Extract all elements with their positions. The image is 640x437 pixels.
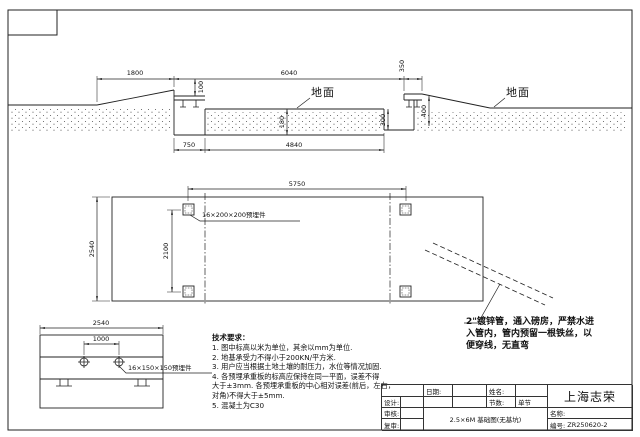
dim-label-plate-span-length: 5750 — [288, 180, 306, 188]
dim-label-pit-width: 750 — [182, 141, 196, 149]
title-block-empty-cell — [382, 385, 424, 397]
title-block: 日期: 姓名: 上海志荣 设计: 节数: 单节 审核: 2.5×6M 基础图(无… — [381, 384, 633, 431]
embedded-plates — [182, 203, 412, 298]
drawing-number: 编号: ZR250620-2 — [548, 419, 633, 431]
conduit-pipe-dashed — [424, 242, 554, 306]
dim-label-right-pit-depth: 300 — [378, 113, 387, 127]
ground-label-center: 地面 — [311, 86, 335, 99]
sections-value: 单节 — [516, 397, 548, 408]
title-block-empty-cell — [424, 397, 453, 408]
reviewer-label: 复审: — [382, 419, 401, 431]
pipe-note-line: 入管内，管内预留一根铁丝，以 — [466, 329, 593, 339]
checker-label: 审核: — [382, 408, 401, 419]
name-value-cell — [516, 385, 548, 397]
tech-requirement-line: 3. 用户应当根据土地土壤的耐压力，水位等情况加固. — [212, 362, 382, 372]
plan-plate-label: 16×200×200预埋件 — [202, 211, 266, 219]
anchor-bolt-symbols — [78, 356, 125, 368]
plan-view-linework — [92, 186, 554, 324]
tech-requirement-line: 5. 混凝土为C30 — [212, 400, 265, 410]
tech-requirement-line: 1. 图中标高以米为单位，其余以mm为单位. — [212, 343, 353, 352]
section-view-linework — [8, 76, 632, 153]
soil-hatch-right — [416, 112, 626, 132]
date-value-cell — [453, 385, 487, 397]
dim-label-gap-right: 350 — [397, 59, 406, 73]
dim-label-platform-length: 6040 — [280, 69, 298, 77]
name-label: 姓名: — [487, 385, 516, 397]
reviewer-value-cell — [401, 419, 424, 431]
pipe-note-line: 2"镀锌管，通入磅房，严禁水进 — [466, 317, 594, 327]
sections-label: 节数: — [487, 397, 516, 408]
dim-label-right-ramp-height: 400 — [419, 104, 428, 118]
ground-label-right: 地面 — [506, 86, 530, 99]
dim-label-detail-width: 2540 — [92, 319, 110, 327]
dim-label-plate-span-width: 2100 — [161, 242, 170, 260]
sheet-frame — [7, 9, 633, 431]
tech-requirement-line: 对角)不得大于±5mm. — [212, 390, 285, 400]
detail-anchor-hooks — [56, 379, 150, 387]
company-name: 上海志荣 — [548, 385, 633, 408]
dim-label-ramp-left: 1800 — [126, 69, 144, 77]
date-label: 日期: — [424, 385, 453, 397]
technical-requirements: 技术要求： 1. 图中标高以米为单位，其余以mm为单位. 2. 地基承受力不得小… — [212, 333, 410, 410]
designer-value-cell — [401, 397, 424, 408]
detail-plate-label: 16×150×150预埋件 — [128, 364, 192, 372]
dim-label-slab-thickness: 180 — [277, 115, 286, 129]
drawing-title: 2.5×6M 基础图(无基坑) — [424, 408, 548, 431]
pipe-note-line: 便穿线，无直弯 — [466, 341, 530, 351]
checker-value-cell — [401, 408, 424, 419]
tech-requirement-line: 2. 地基承受力不得小于200KN/平方米. — [212, 352, 336, 362]
product-name-label: 名称: — [548, 408, 633, 419]
tech-requirement-line: 大于±3mm. 各预埋承重板的中心相对误差(前后，左右， — [212, 381, 395, 391]
dim-label-plan-width: 2540 — [87, 240, 96, 258]
edge-anchor-hooks — [180, 100, 420, 108]
dim-label-anchor-spacing: 1000 — [92, 335, 110, 343]
designer-label: 设计: — [382, 397, 401, 408]
soil-hatch-center — [207, 112, 382, 133]
detail-view-linework — [39, 325, 212, 409]
tech-requirement-line: 4. 各预埋承重板的标高应保持在同一平面，误差不得 — [212, 371, 380, 381]
tech-requirements-title: 技术要求： — [212, 333, 250, 342]
title-block-empty-cell — [453, 397, 487, 408]
drawing-number-label: 编号: — [550, 421, 566, 430]
dim-label-edge-height: 100 — [196, 80, 205, 94]
dim-label-center-span: 4840 — [285, 141, 303, 149]
conduit-pipe-note: 2"镀锌管，通入磅房，严禁水进 入管内，管内预留一根铁丝，以 便穿线，无直弯 — [466, 316, 634, 352]
drawing-number-value: ZR250620-2 — [567, 420, 608, 429]
soil-hatch-left — [10, 107, 172, 133]
